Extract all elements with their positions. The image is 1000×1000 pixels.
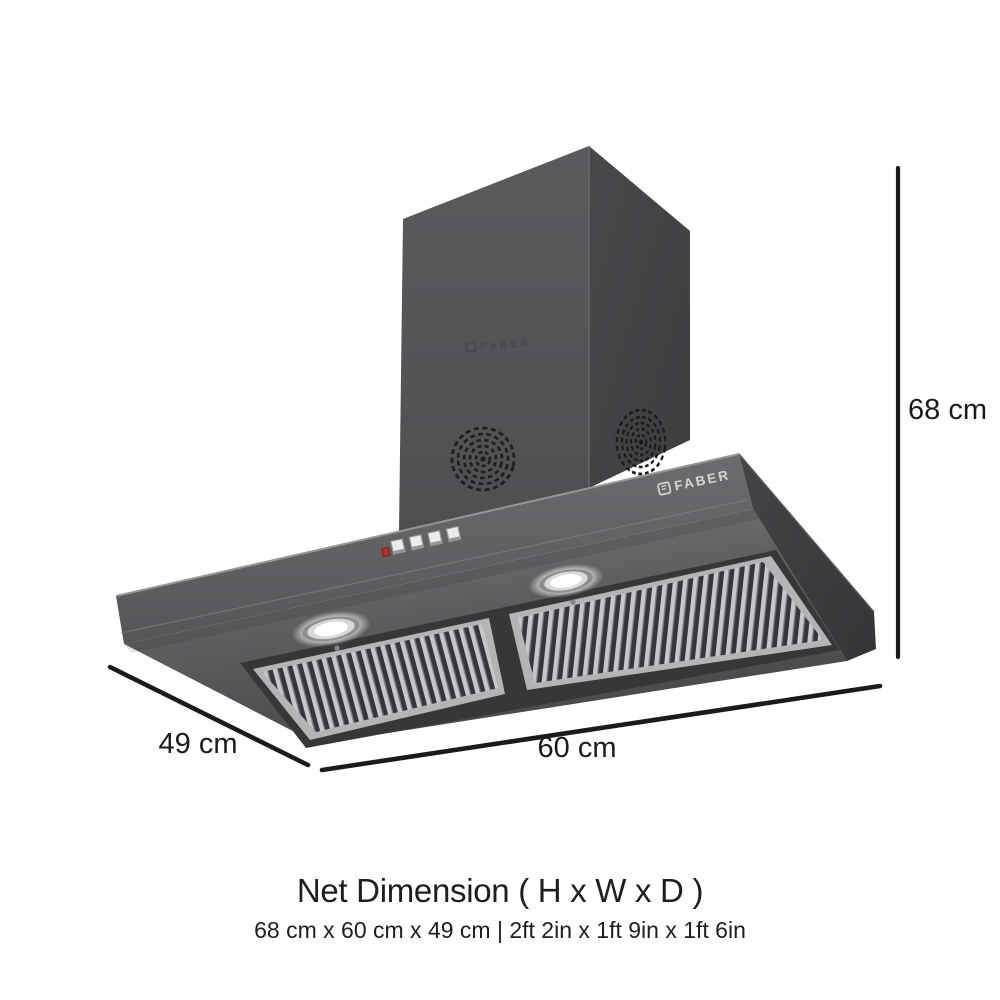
faber-logo-icon: [657, 481, 672, 496]
width-dimension-line: [319, 683, 883, 773]
hood-underside-shadow: [124, 509, 759, 653]
lamp-right-screw: [570, 599, 576, 605]
duct-right-face: [589, 146, 690, 488]
baffle-filter-left: [253, 618, 505, 740]
baffle-filter-right: [509, 556, 832, 690]
filter-slats-left: [262, 624, 498, 732]
control-button-4: [445, 525, 462, 543]
duct-embossed-logo: FABER: [465, 336, 532, 354]
filter-slats-right: [518, 562, 823, 683]
hood-right-arris: [738, 453, 875, 613]
height-dimension-label: 68 cm: [908, 394, 987, 426]
control-button-1: [390, 538, 406, 555]
control-button-3: [427, 529, 443, 547]
duct-front-face: [399, 146, 589, 531]
caption-subtitle: 68 cm x 60 cm x 49 cm | 2ft 2in x 1ft 9i…: [254, 917, 746, 943]
lamp-left: [291, 610, 371, 648]
hood-front-band: [116, 454, 753, 644]
hood-band-top-edge: [115, 453, 740, 597]
control-button-red: [380, 546, 391, 558]
hood-band-crease: [120, 499, 748, 634]
caption-title: Net Dimension ( H x W x D ): [296, 872, 704, 909]
faber-square-icon: [465, 341, 477, 353]
control-panel: [380, 525, 462, 558]
lamp-right: [528, 563, 604, 599]
caption: Net Dimension ( H x W x D ) 68 cm x 60 c…: [0, 872, 1000, 944]
lamp-left-screw: [334, 645, 340, 651]
width-dimension-label: 60 cm: [538, 732, 617, 764]
depth-dimension-line: [107, 664, 311, 768]
control-button-2: [408, 534, 425, 551]
depth-dimension-label: 49 cm: [159, 728, 238, 760]
hood-right-face: [739, 454, 876, 661]
duct-embossed-text: FABER: [480, 336, 532, 353]
